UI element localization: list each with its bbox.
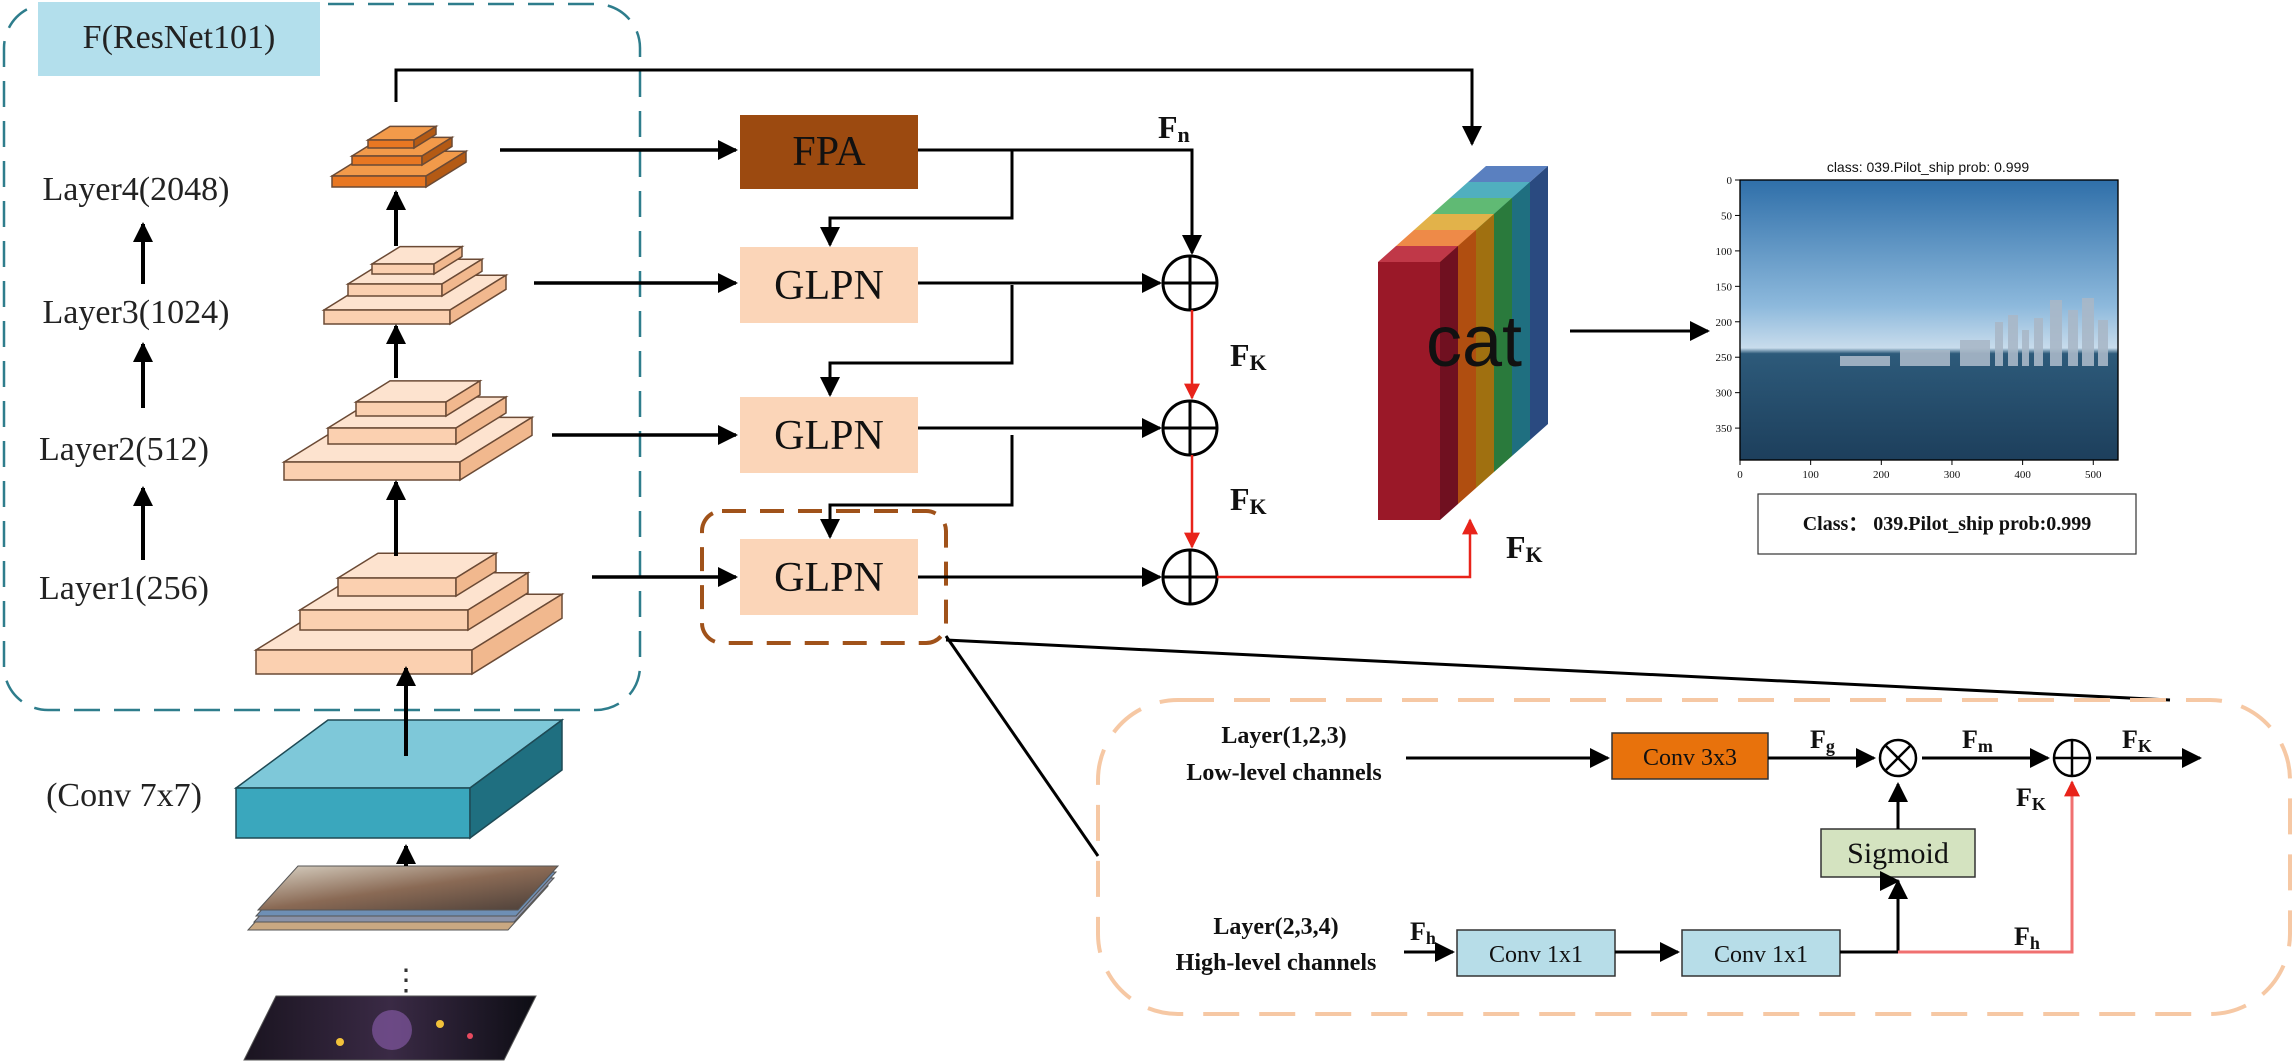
module-column: FPA GLPN GLPN GLPN	[700, 115, 948, 645]
plot-y-ticks: 0 50 100 150 200 250 300 350	[1716, 175, 1740, 435]
conv3x3-block	[1611, 732, 1769, 780]
input-images: ⋮	[243, 865, 560, 1061]
concat-slice	[1378, 246, 1458, 520]
y-tick-label: 350	[1716, 423, 1733, 435]
feature-pyramids	[253, 125, 565, 676]
conv1x1-label-a: Conv 1x1	[1489, 942, 1583, 968]
detail-dashed-frame	[1096, 698, 2292, 1016]
x-tick-label: 300	[1944, 469, 1961, 481]
fk-label-3: FK	[1506, 529, 1543, 567]
layer1-label: Layer1(256)	[39, 570, 209, 607]
fm-label: Fm	[1962, 725, 1993, 756]
glpn-block-1	[740, 539, 918, 615]
fk-node-label: FK	[2016, 783, 2046, 814]
zoom-lines	[944, 635, 2171, 857]
feed-arrows	[500, 140, 738, 587]
sum-nodes	[1161, 254, 1219, 606]
fh-input-label: Fh	[1410, 917, 1436, 948]
layer2-label: Layer2(512)	[39, 431, 209, 468]
backbone-dashed-frame	[2, 2, 642, 712]
x-tick-label: 0	[1737, 469, 1743, 481]
y-tick-label: 300	[1716, 388, 1733, 400]
conv7x7-block	[233, 718, 565, 840]
sigmoid-label: Sigmoid	[1847, 837, 1949, 870]
fpa-block	[740, 115, 918, 189]
backbone-title: F(ResNet101)	[83, 19, 276, 56]
glpn-label-3: GLPN	[774, 263, 884, 309]
backbone-region: F(ResNet101) Layer4(2048) Layer3(1024) L…	[2, 2, 642, 1061]
concat-block: cat	[1378, 166, 1548, 520]
low-level-title: Layer(1,2,3)	[1221, 723, 1346, 749]
conv1x1-block-a	[1456, 929, 1616, 977]
caption-text: Class： 039.Pilot_ship prob:0.999	[1803, 513, 2092, 535]
y-tick-label: 0	[1727, 175, 1733, 187]
glpn-label-1: GLPN	[774, 555, 884, 601]
plot-title: class: 039.Pilot_ship prob: 0.999	[1827, 159, 2030, 175]
cat-label: cat	[1426, 302, 1522, 382]
x-tick-label: 100	[1802, 469, 1819, 481]
y-tick-label: 100	[1716, 246, 1733, 258]
feature-labels: Fn FK FK FK	[1158, 109, 1543, 567]
layer3-slab-3	[369, 245, 465, 276]
conv7x7-label: (Conv 7x7)	[46, 777, 202, 814]
y-tick-label: 250	[1716, 352, 1733, 364]
fg-label: Fg	[1810, 725, 1835, 756]
backbone-title-box	[38, 2, 320, 76]
topdown-arrows	[394, 68, 1710, 587]
ellipsis-dots: ⋮	[391, 964, 421, 997]
y-tick-label: 200	[1716, 317, 1733, 329]
layer1-slab-3	[335, 551, 499, 598]
fk-label-2: FK	[1230, 481, 1267, 519]
stage-arrows	[386, 190, 416, 866]
plot-x-ticks: 0 100 200 300 400 500	[1737, 460, 2102, 481]
fk-out-label: FK	[2122, 725, 2152, 756]
layer4-slab-3	[365, 125, 439, 150]
high-level-title: Layer(2,3,4)	[1213, 914, 1338, 940]
x-tick-label: 200	[1873, 469, 1890, 481]
sigmoid-block	[1820, 828, 1976, 878]
layer3-label: Layer3(1024)	[43, 294, 230, 331]
fpa-label: FPA	[792, 129, 866, 175]
caption-box	[1757, 493, 2137, 555]
low-level-subtitle: Low-level channels	[1186, 760, 1381, 786]
add-node	[2052, 738, 2092, 778]
glpn-detail-region: Layer(1,2,3) Low-level channels Layer(2,…	[1096, 698, 2292, 1016]
x-tick-label: 500	[2085, 469, 2102, 481]
y-tick-label: 50	[1721, 210, 1733, 222]
sum-node-3	[1161, 548, 1219, 606]
detail-arrows	[1404, 748, 2202, 962]
y-tick-label: 150	[1716, 281, 1733, 293]
conv3x3-label: Conv 3x3	[1643, 745, 1737, 771]
fk-label-1: FK	[1230, 337, 1267, 375]
glpn-label-2: GLPN	[774, 413, 884, 459]
multiply-node	[1878, 738, 1918, 778]
fh-red-label: Fh	[2014, 922, 2040, 953]
skyline	[1840, 298, 2108, 366]
high-level-subtitle: High-level channels	[1176, 950, 1377, 976]
output-plot: class: 039.Pilot_ship prob: 0.999 0 50 100…	[1716, 159, 2137, 555]
fn-label: Fn	[1158, 109, 1190, 147]
fh-red-arrow	[1898, 780, 2080, 954]
conv1x1-label-b: Conv 1x1	[1714, 942, 1808, 968]
sum-node-2	[1161, 399, 1219, 457]
detail-feature-labels: Fg Fm FK FK Fh Fh	[1410, 725, 2152, 953]
layer2-slab-3	[353, 379, 483, 418]
glpn-block-3	[740, 247, 918, 323]
red-flow-arrows	[1184, 310, 1478, 579]
x-tick-label: 400	[2014, 469, 2031, 481]
sum-node-1	[1161, 254, 1219, 312]
layer4-label: Layer4(2048)	[43, 171, 230, 208]
glpn-block-2	[740, 397, 918, 473]
